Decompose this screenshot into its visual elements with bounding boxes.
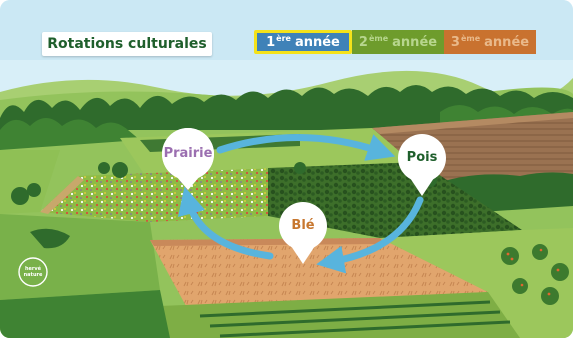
pin-pois[interactable]	[398, 134, 446, 196]
pin-ble[interactable]	[279, 202, 327, 264]
page-title: Rotations culturales	[42, 32, 212, 56]
tab-year-1-number: 1	[266, 34, 276, 50]
tab-year-2-label: année	[392, 34, 438, 50]
tab-year-2[interactable]: 2 ème année	[352, 30, 444, 54]
tab-year-1-suffix: ère	[276, 33, 291, 43]
logo-line-2: nature	[23, 272, 43, 278]
herve-nature-logo: hervé nature	[18, 266, 48, 278]
year-tabs: 1 ère année 2 ème année 3 ème année	[254, 30, 536, 56]
rotation-arrows-icon	[177, 134, 424, 274]
tab-year-3-number: 3	[450, 34, 460, 50]
tab-year-2-number: 2	[358, 34, 368, 50]
pin-prairie[interactable]	[162, 128, 214, 190]
tab-year-3[interactable]: 3 ème année	[444, 30, 536, 54]
tab-year-1-label: année	[294, 34, 340, 50]
tab-year-3-suffix: ème	[460, 33, 481, 43]
herve-nature-logo-icon	[18, 257, 48, 287]
tab-year-3-label: année	[484, 34, 530, 50]
logo-line-1: hervé	[24, 266, 42, 272]
tab-year-2-suffix: ème	[368, 33, 389, 43]
tab-year-1[interactable]: 1 ère année	[254, 30, 352, 54]
